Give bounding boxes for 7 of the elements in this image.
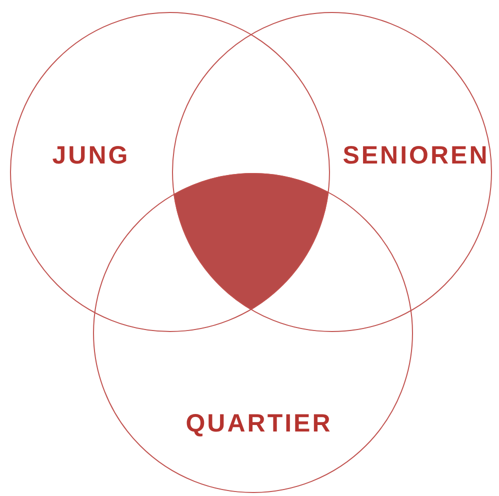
venn-circle (93, 173, 413, 493)
overlap-region (174, 173, 329, 310)
venn-circle (172, 12, 492, 332)
circle-label: JUNG (52, 144, 130, 168)
circle-label: QUARTIER (186, 412, 332, 436)
circle-label: SENIOREN (342, 144, 490, 168)
venn-circle (10, 12, 330, 332)
